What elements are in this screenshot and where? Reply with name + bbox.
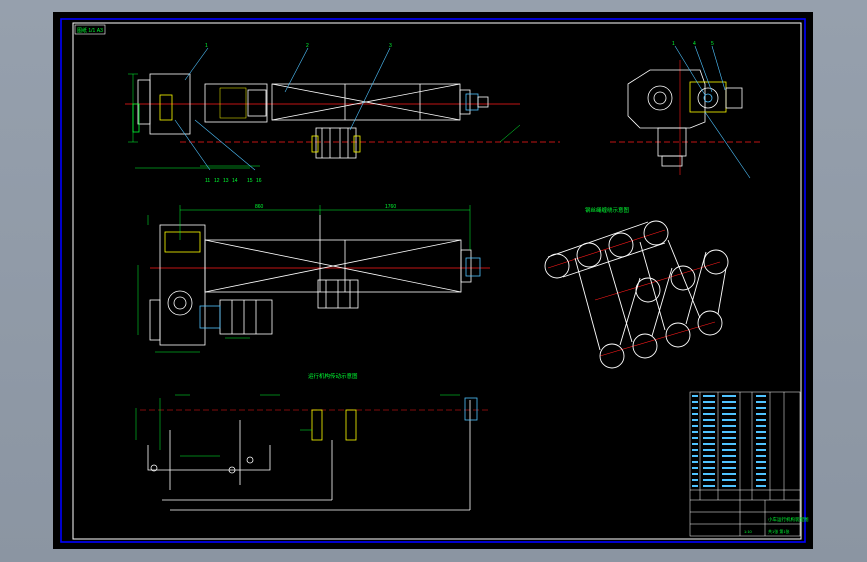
inner-border [72, 22, 802, 540]
drive-frame [147, 445, 271, 471]
title-block-name: 小车运行机构装配图 [768, 516, 809, 523]
top-elevation-view [125, 73, 560, 159]
callout-1: 1 [205, 43, 208, 49]
callout-row-bottom-6: 16 [256, 178, 262, 184]
motor-body [204, 83, 268, 123]
title-block-sheet: 共1张 第1张 [768, 528, 790, 534]
paper-background [53, 12, 813, 549]
pulley-group [315, 127, 357, 159]
callout-2: 2 [306, 43, 309, 49]
parts-list [689, 391, 801, 537]
outer-frame [60, 18, 806, 543]
corner-tag: 图纸 1/1 A3 [77, 27, 103, 34]
drive-dimensions [135, 394, 460, 457]
plan-dimensions [137, 205, 471, 353]
side-leaders [674, 45, 751, 179]
side-housing [627, 69, 706, 129]
rope-diagram-title: 钢丝绳缠绕示意图 [585, 206, 630, 214]
title-block-scale: 1:10 [744, 529, 753, 534]
top-leaders [174, 47, 391, 171]
section-title: 运行机构传动示意图 [308, 372, 358, 380]
rope-diagram [544, 220, 729, 369]
drive-schematic [140, 397, 490, 511]
callout-row-bottom-3: 13 [223, 178, 229, 184]
callout-3: 3 [389, 43, 392, 49]
side-callout-5: 5 [711, 41, 714, 47]
callout-row-bottom-5: 15 [247, 178, 253, 184]
dim-top-1: 860 [255, 204, 264, 210]
side-drum [697, 87, 719, 109]
callout-row-bottom: 11 [205, 178, 210, 184]
side-callout-1: 1 [672, 41, 675, 47]
dim-top-2: 1760 [385, 204, 396, 210]
side-callout-4: 4 [693, 41, 696, 47]
corner-tag-box [74, 24, 106, 35]
plan-view [149, 215, 490, 346]
callout-row-bottom-4: 14 [232, 178, 238, 184]
callout-row-bottom-2: 12 [214, 178, 220, 184]
parts-list-rows [692, 395, 766, 487]
